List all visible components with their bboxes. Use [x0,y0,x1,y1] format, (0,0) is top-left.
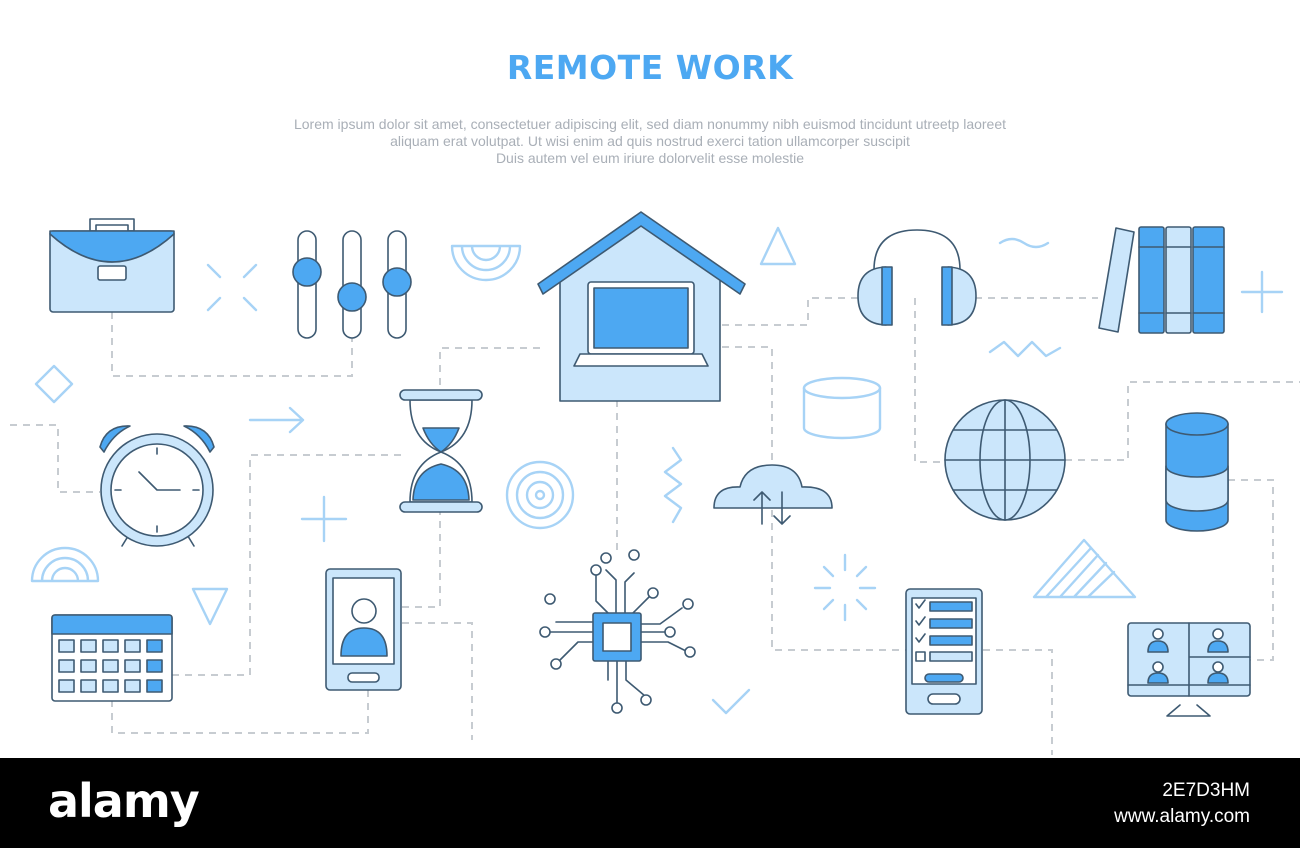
hourglass-icon [399,389,483,513]
checklist-tablet-icon [905,588,983,715]
database-icon [802,376,882,440]
watermark-footer: alamy 2E7D3HM www.alamy.com [0,758,1300,848]
infographic-artwork: .o { stroke:#3e5a72; stroke-width:1.6; s… [10,211,1300,755]
storage-cylinder-icon [1165,412,1229,532]
description-line: aliquam erat volutpat. Ut wisi enim ad q… [390,133,910,149]
stock-info: 2E7D3HM www.alamy.com [1114,778,1250,830]
processor-chip-icon [539,549,696,714]
video-conference-icon [1127,622,1251,717]
site-url: www.alamy.com [1114,806,1250,827]
headphones-icon [857,229,977,326]
description-line: Lorem ipsum dolor sit amet, consectetuer… [293,116,1007,132]
equalizer-sliders-icon [292,230,412,339]
smartphone-profile-icon [325,568,402,691]
cloud-transfer-icon [713,464,833,525]
books-icon [1098,226,1225,334]
description: Lorem ipsum dolor sit amet, consectetuer… [0,116,1300,167]
alarm-clock-icon [99,425,215,547]
globe-icon [944,399,1066,521]
alamy-logo: alamy [48,774,200,828]
infographic-canvas: .o { stroke:#3e5a72; stroke-width:1.6; s… [0,48,1300,755]
description-line: Duis autem vel eum iriure dolorvelit ess… [495,150,805,166]
decorative-shapes [30,226,1284,715]
image-id: 2E7D3HM [1162,780,1250,801]
page-title: REMOTE WORK [506,48,794,87]
briefcase-icon [49,218,175,313]
calendar-icon [51,614,173,702]
home-laptop-icon [537,211,746,402]
